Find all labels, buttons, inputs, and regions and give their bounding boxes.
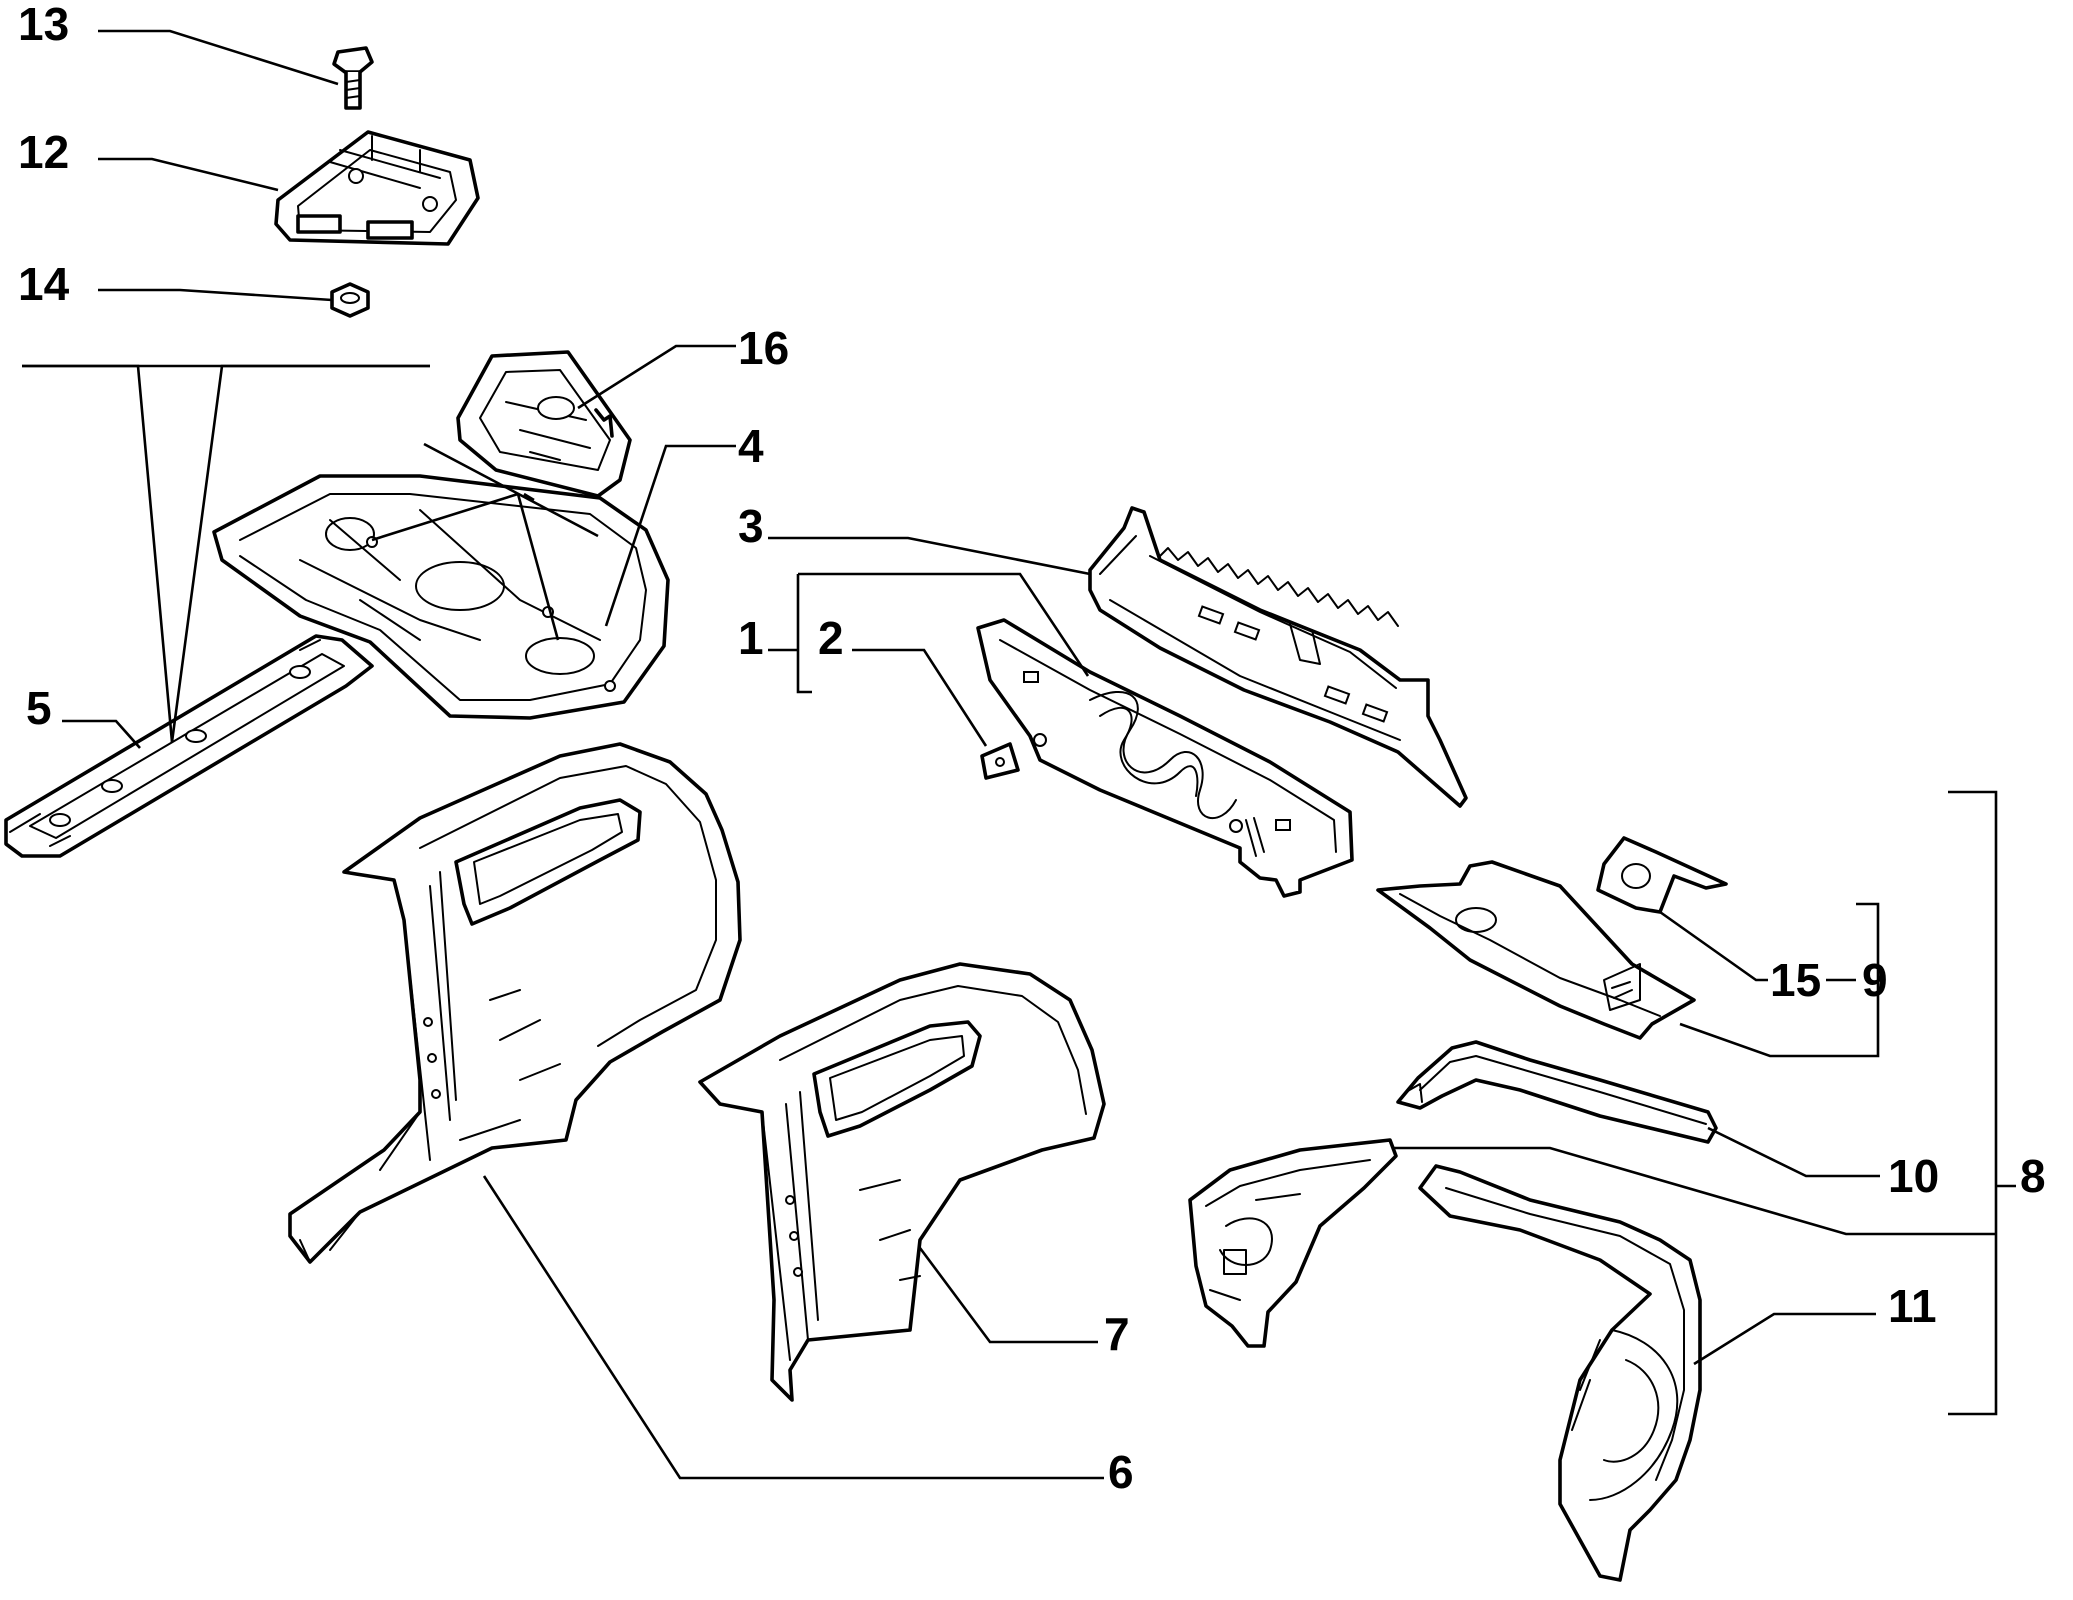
part-15-small-plate [1596, 836, 1728, 914]
callout-5: 5 [26, 682, 52, 734]
callout-4: 4 [738, 420, 764, 472]
part-10-rail-bracket [1396, 1040, 1718, 1144]
callout-12: 12 [18, 126, 69, 178]
callout-2: 2 [818, 612, 844, 664]
callout-6: 6 [1108, 1446, 1134, 1498]
part-16-bracket [456, 350, 632, 498]
part-4-floor-panel [212, 474, 670, 720]
callout-8: 8 [2020, 1150, 2046, 1202]
part-6-outer-side-panel [288, 742, 742, 1264]
callout-3: 3 [738, 500, 764, 552]
callout-10: 10 [1888, 1150, 1939, 1202]
callout-13: 13 [18, 0, 69, 50]
part-5-floor-rail [4, 634, 374, 858]
part-7-inner-side-panel [698, 962, 1106, 1402]
part-11-wheelhouse-inner [1418, 1164, 1702, 1582]
part-3-upper-crossmember [1088, 506, 1468, 808]
part-9-rear-rail [1376, 860, 1696, 1040]
part-13-screw [332, 46, 374, 110]
callout-15: 15 [1770, 954, 1821, 1006]
callout-1: 1 [738, 612, 764, 664]
part-2-small-bracket [980, 742, 1020, 780]
part-14-nut [330, 282, 370, 318]
callout-7: 7 [1104, 1308, 1130, 1360]
callout-14: 14 [18, 258, 70, 310]
part-1-rear-panel [976, 618, 1354, 898]
callout-11: 11 [1888, 1280, 1937, 1332]
callout-16: 16 [738, 322, 789, 374]
part-8-wheelhouse-outer [1188, 1138, 1398, 1348]
leader-lines [22, 29, 2016, 1480]
callout-9: 9 [1862, 954, 1888, 1006]
callout-labels: 13 12 14 16 4 5 3 1 2 6 7 15 9 10 8 11 [18, 0, 2046, 1498]
part-12-bracket [274, 130, 480, 246]
